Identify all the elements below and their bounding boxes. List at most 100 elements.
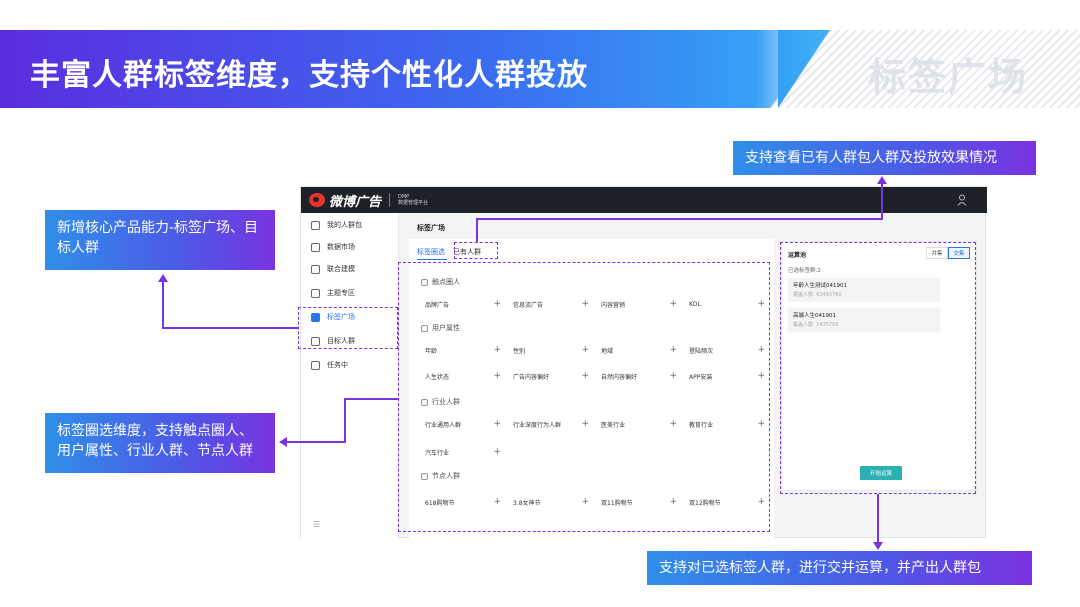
connector-line: [162, 282, 164, 328]
pool-card-title: 高端人生041901: [793, 313, 836, 319]
tag-item[interactable]: 医美行业+: [597, 415, 683, 433]
plus-icon[interactable]: +: [757, 299, 765, 309]
user-icon[interactable]: [957, 194, 967, 206]
sidebar-item-label: 我的人群包: [327, 221, 362, 229]
sidebar-item-data-market[interactable]: 数据市场: [301, 237, 399, 257]
main-content: 标签广场 标签圈选 已有人群 触点圈人 品牌广告+ 信息流广告+ 内容营销+ K…: [399, 213, 987, 539]
plus-icon[interactable]: +: [757, 371, 765, 381]
tag-item[interactable]: 教育行业 +: [685, 415, 771, 433]
callout-tag-dimensions: 标签圈选维度，支持触点圈人、用户属性、行业人群、节点人群: [45, 413, 275, 473]
tag-label: 3.8女神节: [513, 499, 541, 507]
pool-title: 运算池: [788, 252, 807, 259]
tag-item[interactable]: 广告内容偏好 +: [509, 367, 595, 385]
plus-icon[interactable]: +: [493, 371, 501, 381]
tab-existing-audience[interactable]: 已有人群: [453, 248, 481, 256]
tag-label: 信息流广告: [513, 301, 544, 309]
tag-item[interactable]: APP安装+: [685, 367, 771, 385]
sidebar-item-joint-modeling[interactable]: 联合建模: [301, 259, 399, 279]
plus-icon[interactable]: +: [669, 419, 677, 429]
tag-item[interactable]: 汽车行业+: [421, 443, 507, 461]
tag-label: 教育行业: [689, 421, 714, 429]
plus-icon[interactable]: +: [757, 497, 765, 507]
tag-item[interactable]: 双11购物节 +: [597, 493, 683, 511]
tag-item[interactable]: 地域+: [597, 341, 683, 359]
plus-icon[interactable]: +: [581, 497, 589, 507]
intersection-button[interactable]: 交集: [948, 247, 970, 259]
pool-card-coverage: 覆盖人群: 1435769: [793, 322, 839, 328]
sidebar-item-target-audience[interactable]: 目标人群: [301, 331, 399, 351]
logo-sub-line2: 数据管理平台: [398, 200, 429, 206]
plus-icon[interactable]: +: [581, 419, 589, 429]
connector-line: [877, 494, 879, 544]
tag-label: 性别: [513, 347, 526, 355]
highlight-tag-dimensions: [398, 262, 770, 532]
tag-item[interactable]: 品牌广告+: [421, 295, 507, 313]
arrow-up-icon: [877, 176, 887, 184]
plus-icon[interactable]: +: [757, 419, 765, 429]
plus-icon[interactable]: +: [581, 345, 589, 355]
plus-icon[interactable]: +: [669, 497, 677, 507]
start-operation-button[interactable]: 开始运算: [860, 466, 902, 480]
tag-item[interactable]: 双12购物节+: [685, 493, 771, 511]
tag-item[interactable]: 618购物节 +: [421, 493, 507, 511]
callout-existing-audience: 支持查看已有人群包人群及投放效果情况: [733, 141, 1036, 175]
tag-item[interactable]: 行业通用人群+: [421, 415, 507, 433]
tag-label: 广告内容偏好: [513, 373, 550, 381]
tag-item[interactable]: 人生状态+: [421, 367, 507, 385]
plus-icon[interactable]: +: [669, 371, 677, 381]
collapse-menu-icon[interactable]: ☰: [313, 520, 321, 529]
connector-line: [881, 182, 883, 220]
plus-icon[interactable]: +: [493, 345, 501, 355]
tag-item[interactable]: 信息流广告 +: [509, 295, 595, 313]
tab-tag-select[interactable]: 标签圈选: [417, 248, 445, 256]
banner-tag: 标签广场: [868, 55, 1029, 99]
task-icon: [311, 360, 320, 370]
plus-icon[interactable]: +: [757, 345, 765, 355]
plus-icon[interactable]: +: [669, 299, 677, 309]
section-title: 行业人群: [432, 398, 460, 406]
connector-line: [162, 327, 298, 329]
arrow-left-icon: [279, 437, 287, 447]
plus-icon[interactable]: +: [669, 345, 677, 355]
industry-icon: [421, 398, 428, 406]
sidebar-item-tag-square[interactable]: 标签广场: [301, 307, 399, 327]
tag-label: 618购物节: [425, 499, 455, 507]
connector-line: [476, 218, 478, 242]
pool-card-coverage: 覆盖人群: 63465760: [793, 292, 842, 298]
callout-core-capability: 新增核心产品能力-标签广场、目标人群: [45, 210, 275, 270]
plus-icon[interactable]: +: [493, 419, 501, 429]
chart-icon: [311, 242, 320, 252]
tag-item[interactable]: KOL +: [685, 295, 771, 313]
pool-card[interactable]: 年龄人生测试041901 覆盖人群: 63465760: [788, 278, 940, 302]
plus-icon[interactable]: +: [493, 447, 501, 457]
plus-icon[interactable]: +: [581, 299, 589, 309]
connector-line: [344, 398, 346, 443]
tag-label: 双11购物节: [601, 499, 633, 507]
sidebar-item-topic-zone[interactable]: 主题专区: [301, 283, 399, 303]
plus-icon[interactable]: +: [493, 299, 501, 309]
tag-label: 行业深度行为人群: [513, 421, 562, 429]
tag-item[interactable]: 内容营销 +: [597, 295, 683, 313]
sidebar-item-my-audience[interactable]: 我的人群包: [301, 215, 399, 235]
union-button[interactable]: 并集: [926, 247, 948, 259]
highlight-sidebar-items: [298, 307, 398, 349]
tag-item[interactable]: 行业深度行为人群 +: [509, 415, 595, 433]
arrow-down-icon: [873, 542, 883, 550]
plus-icon[interactable]: +: [581, 371, 589, 381]
pool-card[interactable]: 高端人生041901 覆盖人群: 1435769: [788, 308, 940, 332]
section-title: 节点人群: [432, 472, 460, 480]
tag-item[interactable]: 登陆频次+: [685, 341, 771, 359]
app-logo: 微博广告 DMP 数据管理平台: [309, 191, 429, 210]
tag-label: 内容营销: [601, 301, 626, 309]
tag-label: KOL: [689, 300, 701, 308]
sidebar-item-tasks[interactable]: 任务中: [301, 355, 399, 375]
tag-item[interactable]: 3.8女神节 +: [509, 493, 595, 511]
tag-item[interactable]: 年龄+: [421, 341, 507, 359]
plus-icon[interactable]: +: [493, 497, 501, 507]
tag-item[interactable]: 性别 +: [509, 341, 595, 359]
section-festival: 节点人群: [421, 471, 460, 481]
highlight-operation-pool: [780, 242, 976, 494]
section-touchpoint: 触点圈人: [421, 277, 460, 287]
tag-item[interactable]: 自然内容偏好+: [597, 367, 683, 385]
